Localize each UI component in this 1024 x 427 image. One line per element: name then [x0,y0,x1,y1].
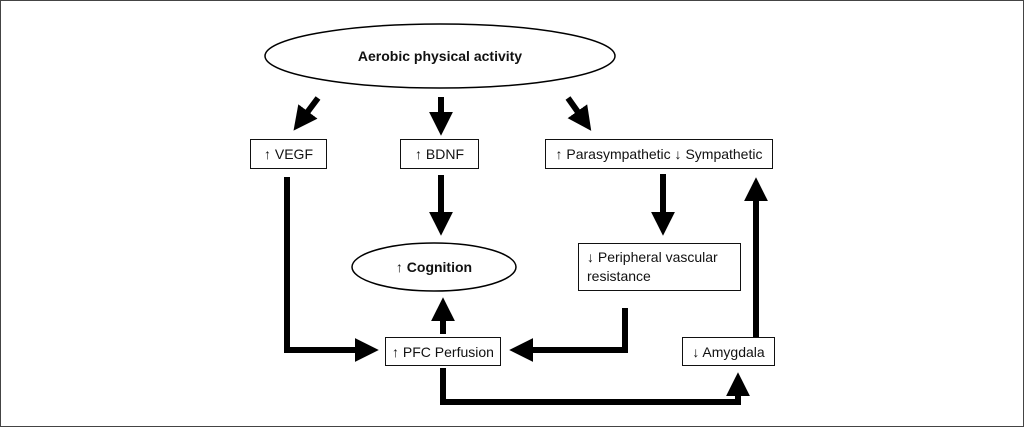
edge-aerobic-autonomic [565,96,592,131]
aerobic-ellipse [264,23,616,89]
cognition-ellipse [351,242,517,292]
edge-vegf-pfc [284,177,379,362]
node-vegf: ↑ VEGF [250,139,327,169]
edge-aerobic-vegf [293,96,321,131]
node-peripheral-vascular-resistance: ↓ Peripheral vascular resistance [578,243,741,291]
node-aerobic-physical-activity: Aerobic physical activity [357,48,523,64]
node-parasympathetic-sympathetic: ↑ Parasympathetic ↓ Sympathetic [545,139,773,169]
node-cognition: ↑ Cognition [395,259,473,275]
edge-pfc-amygdala [440,368,750,405]
node-amygdala: ↓ Amygdala [682,337,775,366]
node-bdnf: ↑ BDNF [400,139,479,169]
edge-peripheral-pfc [509,308,628,362]
node-pfc-perfusion: ↑ PFC Perfusion [385,337,501,366]
